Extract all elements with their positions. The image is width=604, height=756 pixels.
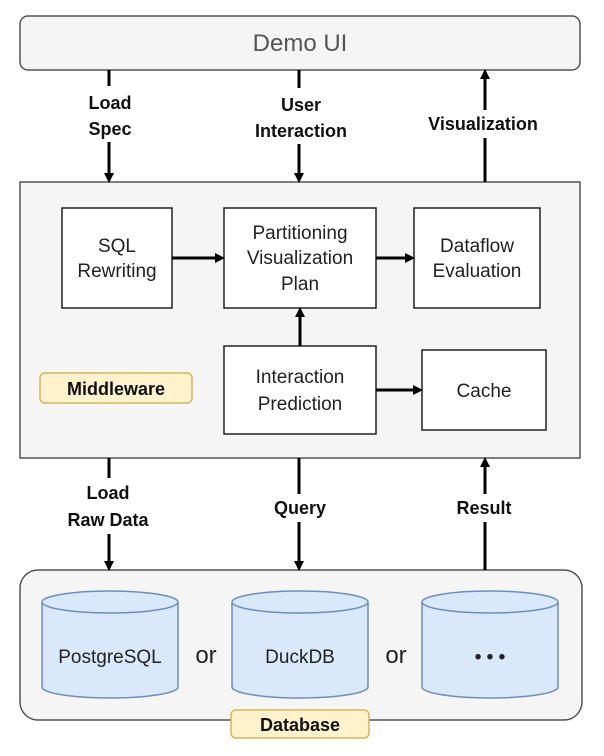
query-label: Query xyxy=(274,498,326,518)
load-spec-label-line1: Load xyxy=(89,93,132,113)
duckdb-label: DuckDB xyxy=(265,647,335,668)
ellipsis-label: • • • xyxy=(475,647,506,668)
or-separator-2: or xyxy=(385,642,406,669)
svg-text:Rewriting: Rewriting xyxy=(77,261,156,282)
load-raw-data-label-line2: Raw Data xyxy=(67,510,149,530)
svg-text:SQL: SQL xyxy=(98,236,136,257)
result-label: Result xyxy=(456,498,511,518)
user-interaction-label-line2: Interaction xyxy=(255,121,347,141)
duckdb-cylinder: DuckDB xyxy=(231,590,369,699)
svg-text:Dataflow: Dataflow xyxy=(440,236,514,257)
svg-text:Visualization: Visualization xyxy=(247,248,353,269)
load-raw-data-label-line1: Load xyxy=(87,483,130,503)
demo-ui-label: Demo UI xyxy=(253,30,348,57)
visualization-label: Visualization xyxy=(428,114,538,134)
demo-ui-box: Demo UI xyxy=(19,15,581,71)
svg-text:Prediction: Prediction xyxy=(258,394,343,415)
svg-text:Cache: Cache xyxy=(457,381,512,402)
svg-text:Evaluation: Evaluation xyxy=(433,261,522,282)
sql-rewriting-box: SQL Rewriting xyxy=(61,207,173,309)
dataflow-evaluation-box: Dataflow Evaluation xyxy=(413,207,541,309)
svg-text:Interaction: Interaction xyxy=(256,367,345,388)
database-badge: Database xyxy=(230,709,370,739)
middleware-badge: Middleware xyxy=(39,372,193,404)
or-separator-1: or xyxy=(195,642,216,669)
postgresql-cylinder: PostgreSQL xyxy=(41,590,179,699)
load-spec-label-line2: Spec xyxy=(88,119,131,139)
interaction-prediction-box: Interaction Prediction xyxy=(223,345,377,435)
cache-box: Cache xyxy=(421,349,547,431)
svg-text:Plan: Plan xyxy=(281,274,319,295)
partitioning-plan-box: Partitioning Visualization Plan xyxy=(223,207,377,309)
other-db-cylinder: • • • xyxy=(421,590,559,699)
user-interaction-label-line1: User xyxy=(281,95,321,115)
svg-text:Partitioning: Partitioning xyxy=(252,223,347,244)
postgresql-label: PostgreSQL xyxy=(58,647,162,668)
svg-text:Middleware: Middleware xyxy=(67,379,165,399)
svg-text:Database: Database xyxy=(260,715,340,735)
